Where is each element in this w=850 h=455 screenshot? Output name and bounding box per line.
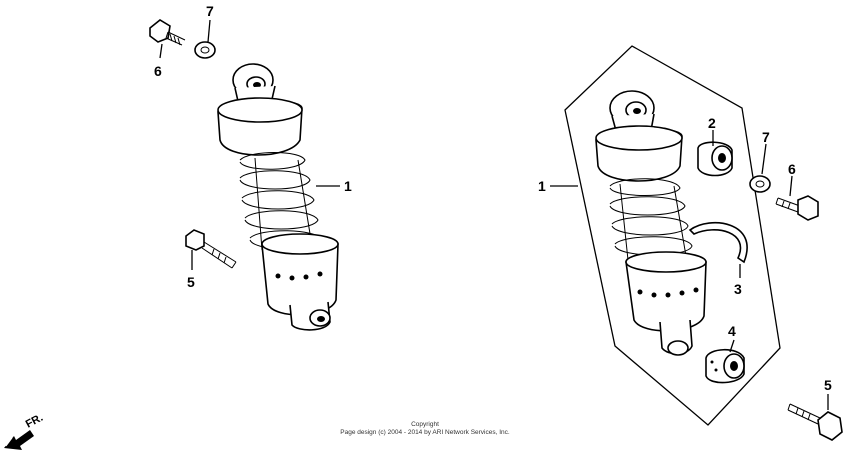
left-bolt-6[interactable] xyxy=(149,19,186,46)
callout-right-5: 5 xyxy=(824,377,832,393)
callout-left-6: 6 xyxy=(154,63,162,79)
copyright-line-1: Copyright xyxy=(411,421,439,428)
left-bolt-5[interactable] xyxy=(185,229,237,269)
callout-right-3: 3 xyxy=(734,281,742,297)
right-bolt-5[interactable] xyxy=(787,403,843,441)
callout-right-1: 1 xyxy=(538,178,546,194)
callout-left-5: 5 xyxy=(187,274,195,290)
left-shock-absorber[interactable] xyxy=(217,63,339,331)
front-label: FR. xyxy=(24,412,45,431)
copyright-line-2: Page design (c) 2004 - 2014 by ARI Netwo… xyxy=(340,429,510,436)
right-washer-7[interactable] xyxy=(749,175,771,193)
right-bushing-2[interactable] xyxy=(697,141,733,177)
callout-left-1: 1 xyxy=(344,178,352,194)
right-bushing-4[interactable] xyxy=(705,348,745,384)
callout-right-2: 2 xyxy=(708,115,716,131)
front-direction-arrow-icon xyxy=(4,430,34,450)
kit-outline xyxy=(564,45,781,426)
callout-right-6: 6 xyxy=(788,161,796,177)
right-bolt-6[interactable] xyxy=(775,195,819,221)
callout-left-7: 7 xyxy=(206,3,214,19)
callout-right-7: 7 xyxy=(762,129,770,145)
left-washer-7[interactable] xyxy=(194,41,216,59)
right-clip-3[interactable] xyxy=(688,222,748,264)
callout-right-4: 4 xyxy=(728,323,736,339)
right-shock-absorber[interactable] xyxy=(595,90,707,356)
